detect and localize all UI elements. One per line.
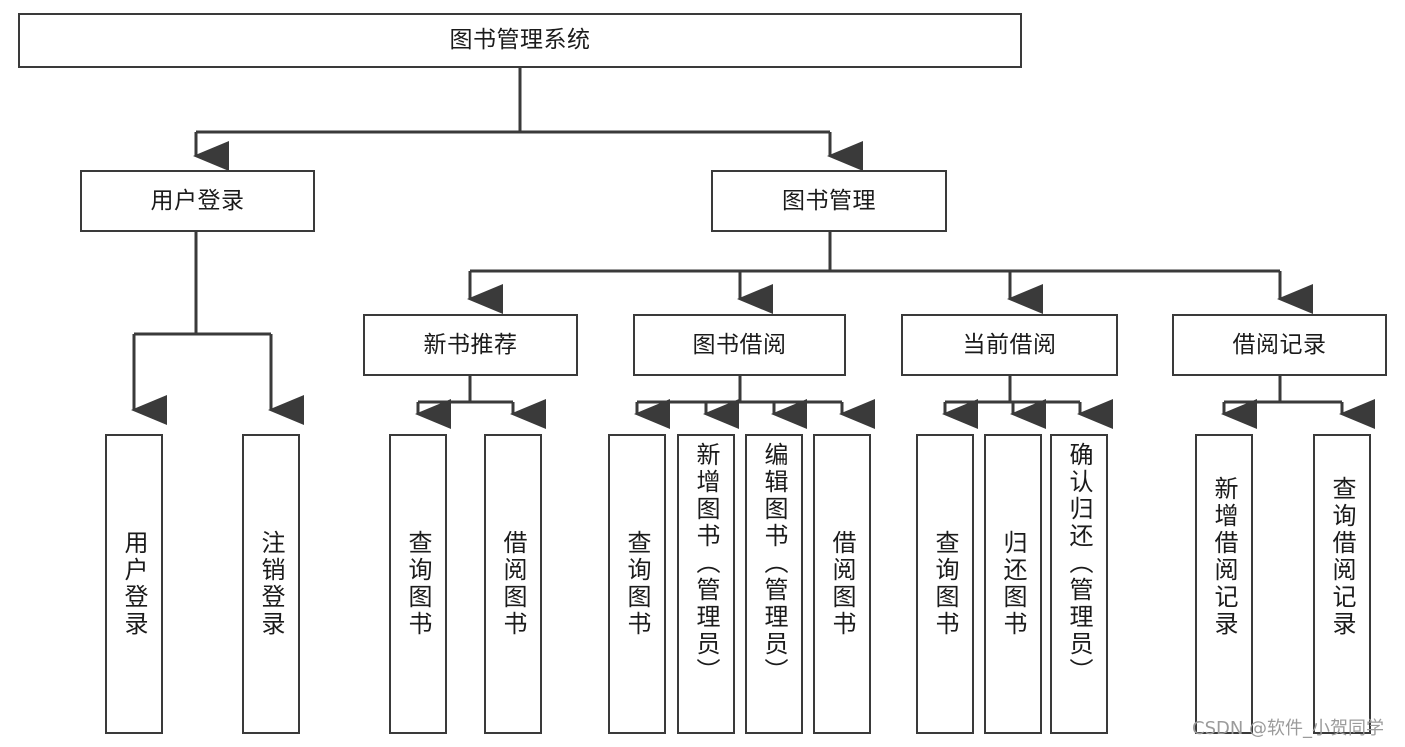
node-label: 新增图书（管理员）	[692, 442, 720, 685]
node-book-management[interactable]: 图书管理	[711, 170, 947, 232]
node-label: 查询借阅记录	[1328, 476, 1356, 638]
node-book-borrow[interactable]: 图书借阅	[633, 314, 846, 376]
node-label: 借阅图书	[828, 530, 856, 638]
node-new-book-recommend[interactable]: 新书推荐	[363, 314, 578, 376]
node-label: 查询图书	[404, 530, 432, 638]
node-root-system[interactable]: 图书管理系统	[18, 13, 1022, 68]
node-user-login[interactable]: 用户登录	[80, 170, 315, 232]
node-label: 图书管理	[782, 187, 876, 214]
node-leaf-edit-book-admin[interactable]: 编辑图书（管理员）	[745, 434, 803, 734]
node-leaf-add-book-admin[interactable]: 新增图书（管理员）	[677, 434, 735, 734]
node-label: 用户登录	[150, 187, 245, 214]
node-leaf-logout-login[interactable]: 注销登录	[242, 434, 300, 734]
node-label: 当前借阅	[962, 331, 1057, 358]
node-label: 借阅记录	[1232, 331, 1327, 358]
node-label: 编辑图书（管理员）	[760, 442, 788, 685]
node-leaf-query-book-1[interactable]: 查询图书	[389, 434, 447, 734]
node-leaf-add-borrow-record[interactable]: 新增借阅记录	[1195, 434, 1253, 734]
node-label: 归还图书	[999, 530, 1027, 638]
node-leaf-return-book[interactable]: 归还图书	[984, 434, 1042, 734]
node-label: 新书推荐	[423, 331, 518, 358]
node-leaf-borrow-book-2[interactable]: 借阅图书	[813, 434, 871, 734]
node-leaf-query-book-2[interactable]: 查询图书	[608, 434, 666, 734]
node-borrow-record[interactable]: 借阅记录	[1172, 314, 1387, 376]
node-label: 确认归还（管理员）	[1065, 442, 1093, 685]
node-current-borrow[interactable]: 当前借阅	[901, 314, 1118, 376]
node-label: 注销登录	[257, 530, 285, 638]
node-leaf-query-book-3[interactable]: 查询图书	[916, 434, 974, 734]
node-label: 新增借阅记录	[1210, 476, 1238, 638]
node-leaf-borrow-book-1[interactable]: 借阅图书	[484, 434, 542, 734]
csdn-watermark: CSDN @软件_小贺同学	[1192, 718, 1385, 739]
node-label: 图书管理系统	[449, 27, 591, 54]
node-label: 用户登录	[120, 530, 148, 638]
node-label: 查询图书	[623, 530, 651, 638]
node-label: 图书借阅	[692, 331, 787, 358]
node-label: 查询图书	[931, 530, 959, 638]
node-leaf-user-login[interactable]: 用户登录	[105, 434, 163, 734]
node-leaf-query-borrow-record[interactable]: 查询借阅记录	[1313, 434, 1371, 734]
node-leaf-confirm-return-admin[interactable]: 确认归还（管理员）	[1050, 434, 1108, 734]
node-label: 借阅图书	[499, 530, 527, 638]
